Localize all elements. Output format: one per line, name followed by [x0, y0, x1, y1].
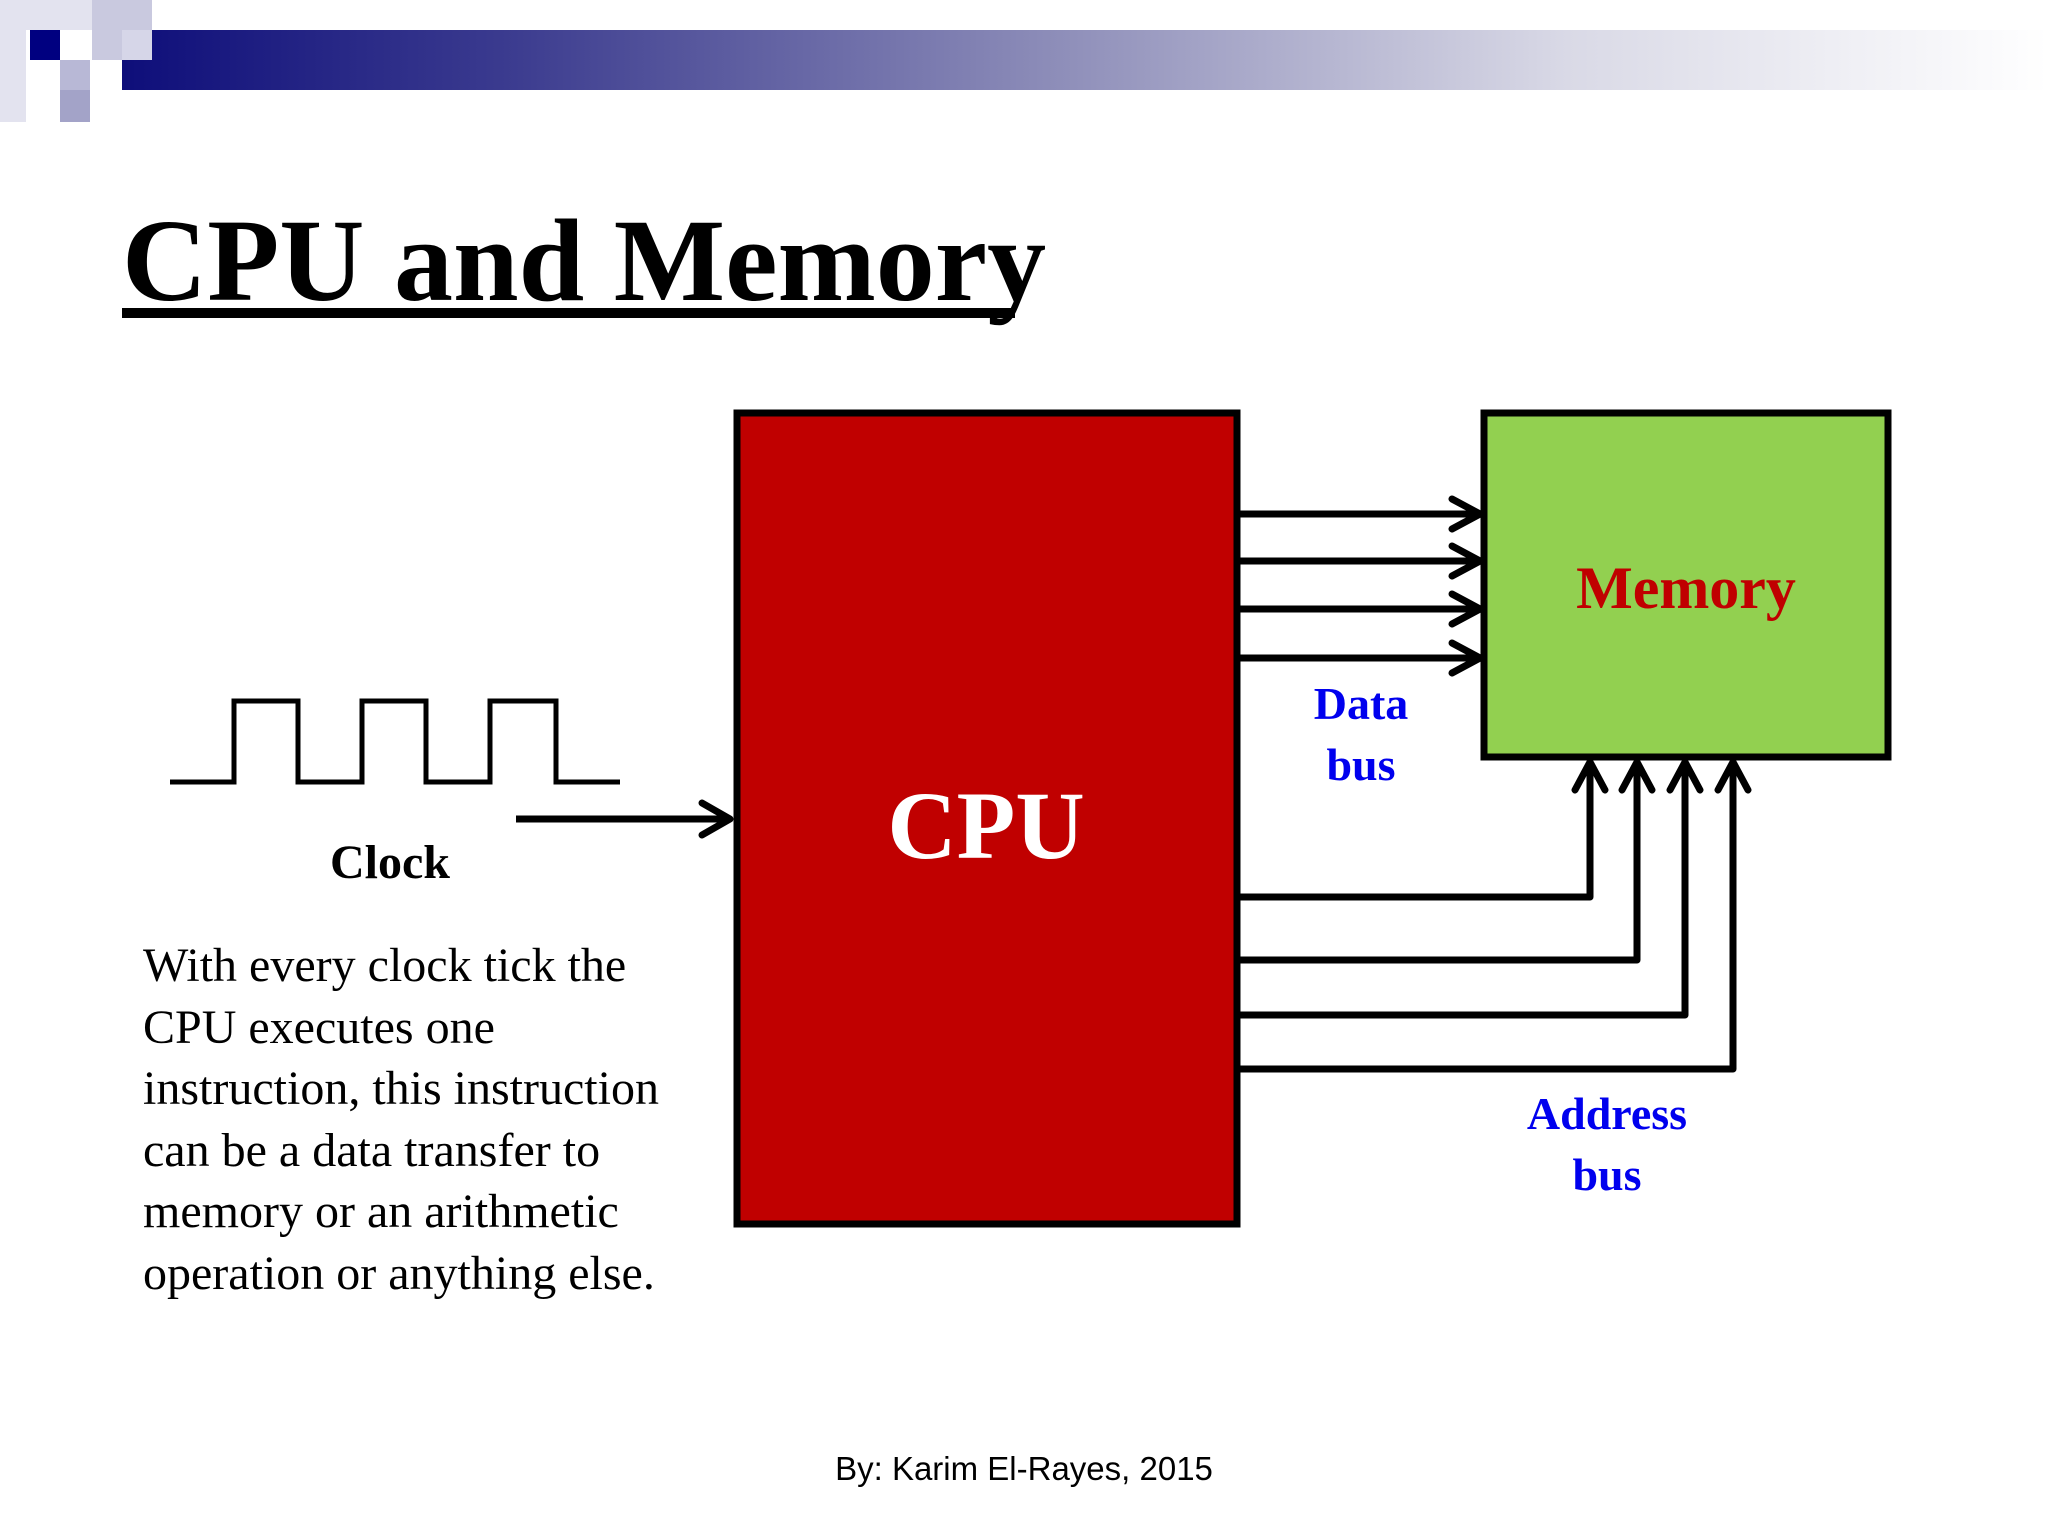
address-bus-line: [1236, 762, 1594, 901]
address-bus-label-line1: Address: [1527, 1088, 1687, 1139]
clock-waveform: [170, 698, 620, 785]
address-bus-arrowhead: [1618, 758, 1656, 794]
address-bus-line: [1236, 762, 1641, 964]
data-bus-arrowhead: [1448, 590, 1484, 628]
description-text: With every clock tick the CPU executes o…: [143, 939, 659, 1300]
header-decoration-square: [60, 90, 90, 122]
data-bus-label-line1: Data: [1314, 678, 1409, 729]
page-title: CPU and Memory: [122, 195, 1047, 326]
cpu-label: CPU: [887, 772, 1084, 879]
memory-block: [1480, 409, 1892, 761]
data-bus-arrowhead: [1448, 639, 1484, 677]
data-bus: [1236, 495, 1484, 677]
address-bus-label-line2: bus: [1572, 1149, 1641, 1200]
data-bus-label-line2: bus: [1326, 739, 1395, 790]
header-decoration-square: [30, 30, 60, 60]
header-gradient-band: [122, 30, 2048, 90]
header-decoration-square: [60, 60, 90, 90]
address-bus-line: [1236, 762, 1689, 1019]
address-bus-arrowhead: [1571, 758, 1609, 794]
footer-credit: By: Karim El-Rayes, 2015: [835, 1450, 1213, 1487]
address-bus-line: [1236, 762, 1737, 1073]
address-bus: [1236, 758, 1752, 1073]
clock-label: Clock: [330, 836, 450, 889]
data-bus-arrowhead: [1448, 542, 1484, 580]
title-underline: [122, 308, 1015, 318]
address-bus-arrowhead: [1666, 758, 1704, 794]
address-bus-arrowhead: [1714, 758, 1752, 794]
cpu-block: [733, 409, 1241, 1228]
header-decoration-square: [0, 0, 26, 122]
data-bus-arrowhead: [1448, 495, 1484, 533]
header-decoration-square: [122, 30, 152, 60]
clock-arrow: [516, 799, 734, 839]
memory-label: Memory: [1576, 555, 1796, 621]
